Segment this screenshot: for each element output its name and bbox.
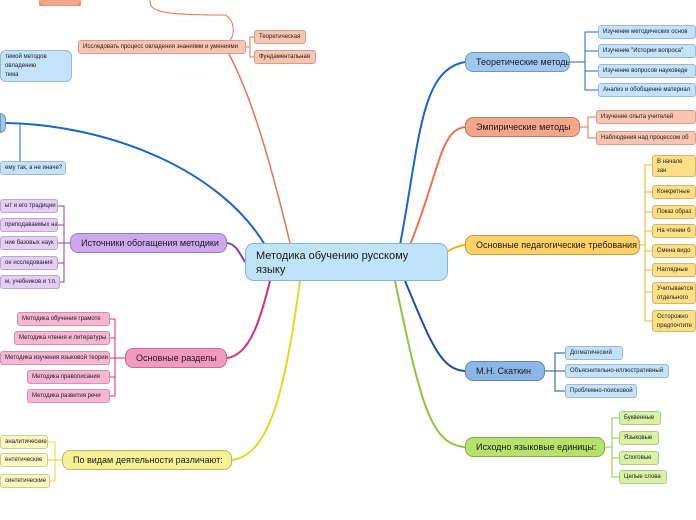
source-item-5[interactable]: м, учебников и т.п.: [0, 275, 60, 289]
connector-theoretical: [399, 61, 466, 246]
sub-connectors-activity: [48, 441, 62, 482]
branch-activity-types[interactable]: По видам деятельности различают:: [62, 450, 232, 470]
requirement-item-2[interactable]: Конкретные: [652, 185, 696, 199]
theoretical-item-4[interactable]: Анализ и обобщение материал: [598, 83, 696, 97]
section-item-2[interactable]: Методика чтения и литературы: [14, 331, 110, 345]
requirement-item-7[interactable]: Учитывается отдельного: [652, 282, 696, 304]
unit-item-2[interactable]: Языковые: [619, 431, 659, 445]
branch-skatkin[interactable]: М.Н. Скаткин: [465, 361, 545, 381]
sub-connectors-requirements: [640, 164, 652, 322]
sub-connectors-sections: [110, 318, 125, 397]
research-item-theoretical[interactable]: Теоретическая: [254, 30, 306, 44]
connector-empirical: [409, 126, 466, 246]
source-item-3[interactable]: ние базовых наук: [0, 236, 58, 250]
activity-item-3[interactable]: синтетическмe: [0, 474, 50, 488]
source-item-4[interactable]: ое исследования: [0, 256, 58, 270]
activity-item-2[interactable]: ентетические: [0, 453, 48, 467]
why-question-node[interactable]: ему так, а не иначе?: [0, 161, 66, 175]
connector-skatkin: [404, 280, 466, 372]
requirement-item-8[interactable]: Осторожно предпочтите: [652, 310, 696, 332]
top-left-cut-branch[interactable]: [0, 113, 6, 133]
requirement-item-6[interactable]: Наглядные: [652, 263, 696, 277]
sub-connectors-research: [246, 36, 254, 58]
section-item-4[interactable]: Методика правописания: [27, 370, 110, 384]
branch-theoretical-methods[interactable]: Теоретические методы: [465, 52, 570, 72]
section-item-1[interactable]: Методика обучения грамоте: [17, 312, 110, 326]
sub-connectors-skatkin: [545, 352, 565, 392]
central-topic[interactable]: Методика обучению русскому языку: [245, 243, 448, 281]
theoretical-item-2[interactable]: Изучение "Истории вопроса": [598, 44, 696, 58]
source-item-2[interactable]: преподаваемых наук: [0, 218, 58, 232]
activity-item-1[interactable]: аналитические: [0, 435, 48, 449]
skatkin-item-1[interactable]: Догматический: [565, 346, 623, 360]
branch-enrichment-sources[interactable]: Источники обогащения методики: [70, 233, 227, 253]
empirical-item-1[interactable]: Изучение опыта учителей: [596, 110, 696, 124]
requirement-item-4[interactable]: На чтении б: [652, 224, 696, 238]
connector-top-salmon: [224, 46, 291, 244]
sub-connectors-units: [605, 417, 619, 478]
skatkin-item-2[interactable]: Объяснительно-иллюстративный: [565, 364, 669, 378]
source-item-1[interactable]: ыт и его традиции: [0, 199, 58, 213]
sub-connectors-sources: [58, 205, 70, 283]
unit-item-4[interactable]: Целые слова: [619, 470, 667, 484]
connector-topleft-blue: [5, 122, 266, 246]
branch-pedagogical-requirements[interactable]: Основные педагогические требования: [465, 235, 640, 255]
connector-units: [394, 280, 466, 448]
connector-sections: [226, 280, 271, 359]
branch-empirical-methods[interactable]: Эмпирические методы: [465, 117, 580, 137]
theoretical-item-1[interactable]: Изучение методических основ: [598, 25, 696, 39]
unit-item-3[interactable]: Слоговые: [619, 451, 659, 465]
section-item-5[interactable]: Методика развития речи: [27, 389, 110, 403]
top-left-note[interactable]: темой методов овладению тема: [0, 50, 72, 82]
requirement-item-3[interactable]: Показ образ: [652, 205, 696, 219]
connector-sources: [226, 242, 246, 263]
unit-item-1[interactable]: Буквенные: [619, 411, 661, 425]
sub-connectors-empirical: [580, 116, 596, 139]
section-item-3[interactable]: Методика изучения языковой теории: [0, 351, 110, 365]
top-cut-node[interactable]: [40, 0, 80, 5]
research-process-node[interactable]: Исследовать процесс овладения знаниями и…: [78, 40, 246, 54]
research-item-fundamental[interactable]: Фундаментальная: [254, 50, 316, 64]
empirical-item-2[interactable]: Наблюдения над процессом об: [596, 131, 696, 145]
branch-main-sections[interactable]: Основные разделы: [125, 348, 227, 368]
connector-top-salmon-2: [149, 0, 234, 41]
branch-language-units[interactable]: Исходно языковые единицы:: [465, 437, 605, 457]
sub-connectors-theoretical: [570, 31, 598, 91]
requirement-item-5[interactable]: Смена видо: [652, 244, 696, 258]
theoretical-item-3[interactable]: Изучение вопросов науковеде: [598, 64, 696, 78]
requirement-item-1[interactable]: В начале зан проверить ч: [652, 155, 696, 177]
connector-activity: [231, 280, 301, 461]
sub-connector-why: [6, 122, 21, 168]
skatkin-item-3[interactable]: Проблемно-поисковой: [565, 384, 637, 398]
